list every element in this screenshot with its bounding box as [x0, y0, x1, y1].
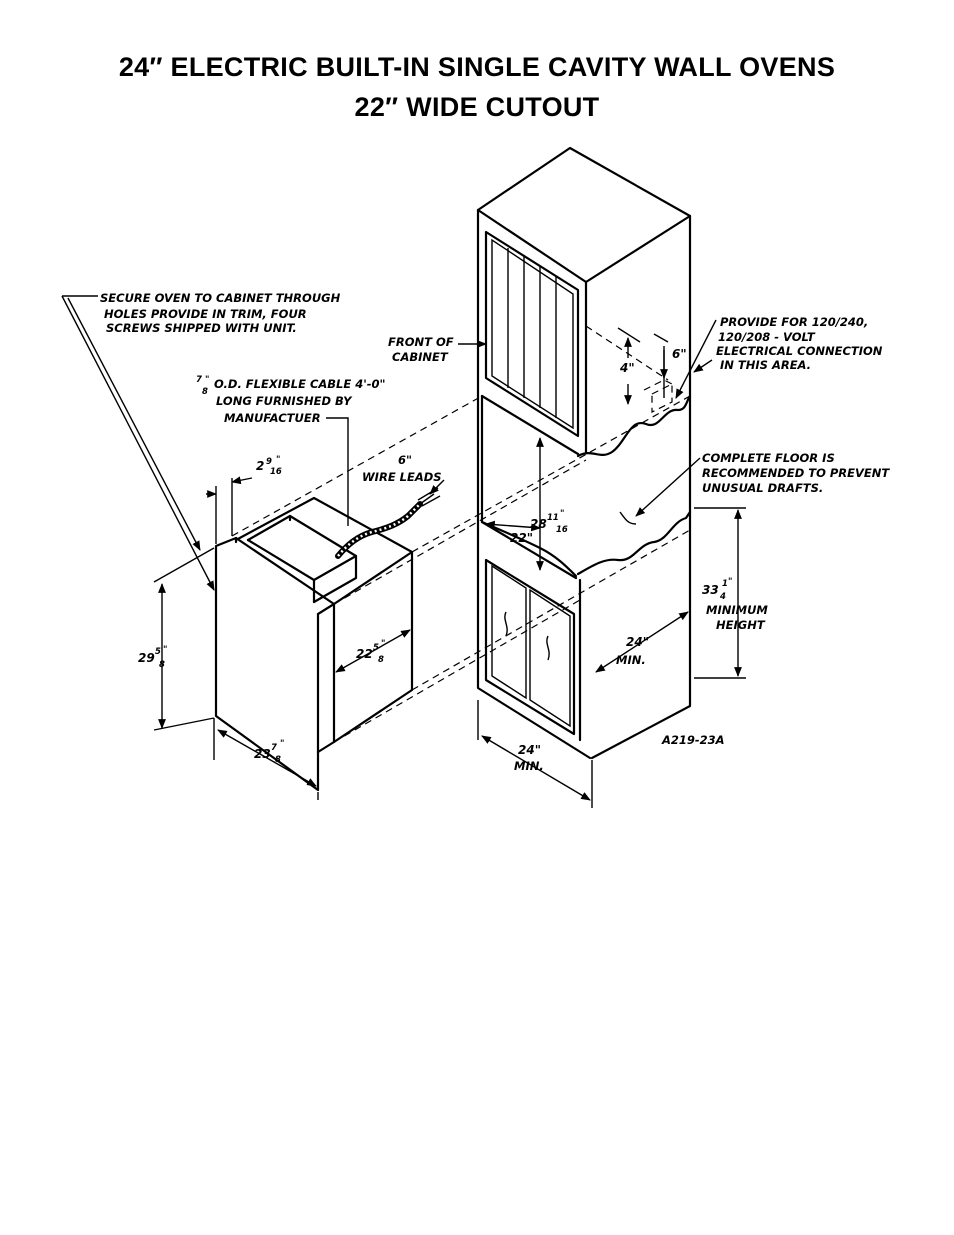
svg-text:": " [381, 639, 385, 649]
oven-drawing [61, 295, 445, 800]
front-of-cabinet-line-2: CABINET [392, 350, 449, 364]
dim-28-11-16: 28 11 " 16 [530, 509, 568, 535]
dim-line-24-min-bottom [481, 735, 591, 801]
wire-leads-size: 6" [398, 453, 412, 467]
cabinet-top [476, 146, 692, 284]
secure-note-line-3: SCREWS SHIPPED WITH UNIT. [106, 321, 297, 335]
secure-note: SECURE OVEN TO CABINET THROUGH HOLES PRO… [100, 291, 341, 335]
wire-leads-label: WIRE LEADS [362, 470, 442, 484]
secure-note-line-1: SECURE OVEN TO CABINET THROUGH [100, 291, 341, 305]
wire-leads [417, 487, 441, 507]
front-of-cabinet-line-1: FRONT OF [388, 335, 454, 349]
cable-note: 7 " 8 O.D. FLEXIBLE CABLE 4'-0" LONG FUR… [196, 375, 386, 425]
floor-note-line-3: UNUSUAL DRAFTS. [702, 481, 823, 495]
title-line-1: 24″ ELECTRIC BUILT-IN SINGLE CAVITY WALL… [118, 52, 836, 82]
provide-note-line-1: PROVIDE FOR 120/240, [720, 315, 868, 329]
svg-text:5: 5 [155, 647, 161, 657]
cable-note-line-1: O.D. FLEXIBLE CABLE 4'-0" [214, 377, 386, 391]
figure-code: A219-23A [661, 733, 725, 747]
svg-text:8: 8 [275, 755, 281, 765]
svg-text:": " [560, 509, 564, 519]
cable-note-line-3: MANUFACTUER [224, 411, 321, 425]
svg-text:": " [163, 645, 167, 655]
svg-text:16: 16 [556, 525, 568, 535]
cable-fraction-den: 8 [202, 387, 208, 397]
secure-note-line-2: HOLES PROVIDE IN TRIM, FOUR [104, 307, 307, 321]
cable-note-line-2: LONG FURNISHED BY [216, 394, 353, 408]
lower-cabinet-doors [484, 558, 576, 736]
dim-line-22 [485, 520, 541, 532]
svg-text:23: 23 [254, 747, 271, 761]
dim-line-24-min-right [595, 611, 689, 673]
door-handle-right [546, 635, 550, 661]
front-of-cabinet-note: FRONT OF CABINET [388, 335, 454, 364]
minimum-height-line-1: MINIMUM [706, 603, 768, 617]
oven-body-top [234, 496, 414, 606]
dim-24-min-right-label: MIN. [616, 653, 646, 667]
dim-line-23-7-8 [217, 729, 317, 787]
electrical-box [643, 379, 673, 413]
dim-line-22-5-8 [335, 629, 411, 673]
minimum-height-line-2: HEIGHT [716, 618, 766, 632]
dim-24-min-bottom-label: MIN. [514, 759, 544, 773]
svg-text:28: 28 [530, 517, 547, 531]
cable-fraction-num: 7 [196, 375, 202, 385]
svg-text:22: 22 [356, 647, 373, 661]
cabinet-drawing [458, 146, 746, 808]
svg-text:1: 1 [722, 579, 728, 589]
dim-4: 4" [619, 361, 635, 375]
door-handle-left [504, 611, 508, 637]
upper-cabinet-door [484, 230, 580, 438]
svg-text:33: 33 [702, 583, 719, 597]
flexible-cable [335, 501, 423, 559]
svg-text:": " [280, 739, 284, 749]
dim-23-7-8: 23 7 " 8 [254, 739, 284, 765]
svg-text:11: 11 [547, 513, 559, 523]
floor-note-line-1: COMPLETE FLOOR IS [702, 451, 835, 465]
cable-fraction-mark: " [205, 375, 209, 385]
dim-2-9-16: 2 9 " 16 [256, 455, 282, 477]
svg-text:": " [728, 577, 732, 587]
dim-22-5-8: 22 5 " 8 [356, 639, 385, 665]
title-line-2: 22″ WIDE CUTOUT [354, 92, 600, 122]
svg-text:2: 2 [256, 459, 264, 473]
cabinet-right-edge [590, 214, 692, 760]
dim-22: 22" [510, 531, 533, 545]
dim-24-min-bottom-value: 24" [518, 743, 541, 757]
dim-29-5-8: 29 5 " 8 [138, 645, 167, 670]
svg-text:7: 7 [271, 743, 277, 753]
provide-note-line-2: 120/208 - VOLT [718, 330, 816, 344]
oven-control-box [246, 514, 358, 604]
svg-text:8: 8 [378, 655, 384, 665]
svg-text:8: 8 [159, 660, 165, 670]
svg-text:9: 9 [266, 457, 272, 467]
svg-text:4: 4 [719, 592, 726, 602]
provide-note-line-4: IN THIS AREA. [720, 358, 811, 372]
floor-note-line-2: RECOMMENDED TO PREVENT [702, 466, 890, 480]
cutout-wavy-top [576, 394, 692, 458]
dim-6: 6" [672, 347, 687, 361]
floor-mark [619, 511, 637, 525]
wire-leads-note: 6" WIRE LEADS [362, 453, 442, 484]
svg-text:29: 29 [138, 651, 155, 665]
floor-note: COMPLETE FLOOR IS RECOMMENDED TO PREVENT… [702, 451, 890, 495]
svg-text:16: 16 [270, 467, 282, 477]
projection-lines [231, 325, 691, 743]
cabinet-left-edge [476, 208, 592, 760]
cutout-wavy-floor [576, 510, 692, 576]
dim-24-min-right-value: 24" [626, 635, 649, 649]
provide-note-line-3: ELECTRICAL CONNECTION [716, 344, 883, 358]
svg-text:": " [276, 455, 280, 465]
provide-note: PROVIDE FOR 120/240, 120/208 - VOLT ELEC… [716, 315, 883, 372]
dim-33-1-4: 33 1 " 4 [702, 577, 732, 602]
svg-text:5: 5 [373, 643, 379, 653]
